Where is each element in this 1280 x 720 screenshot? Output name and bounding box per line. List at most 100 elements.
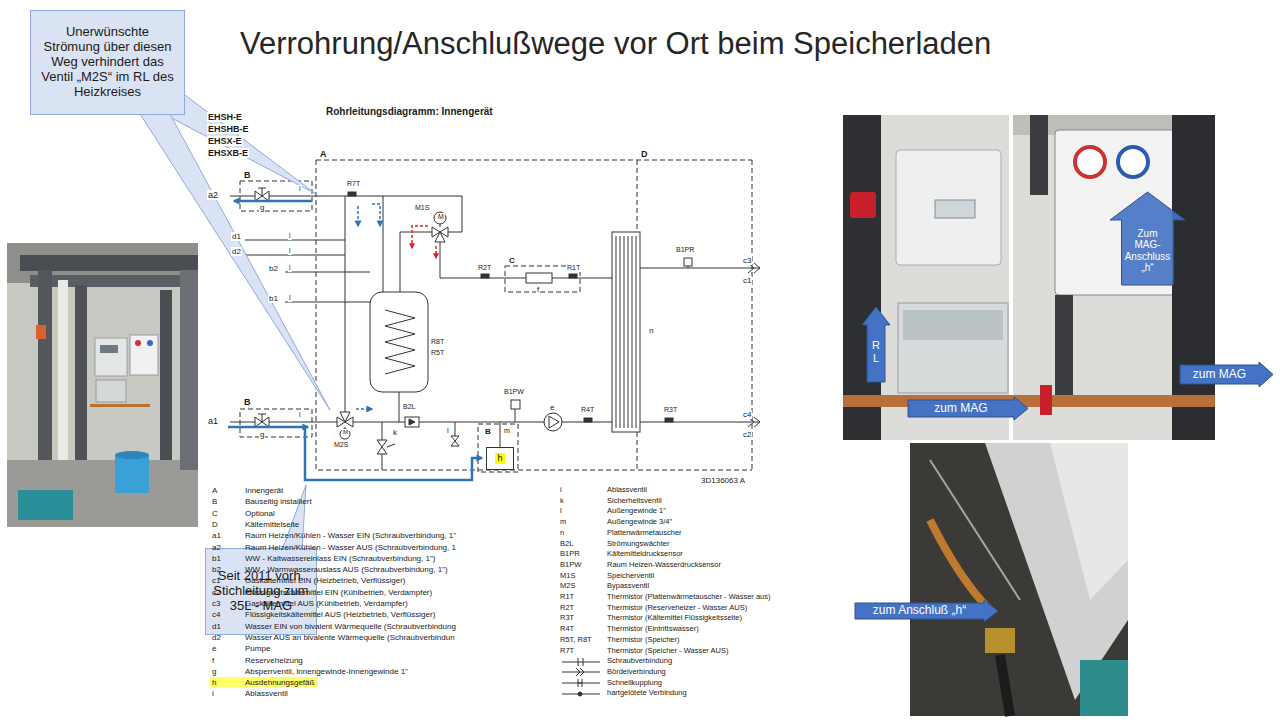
installation-photo-part	[1030, 115, 1048, 195]
basement-photo-part	[58, 280, 68, 460]
piping-diagram-part	[372, 204, 380, 226]
legend-text: Thermistor (Kältemittel Flüssigkeitsseit…	[607, 614, 742, 623]
basement-photo-part	[7, 243, 198, 527]
piping-diagram-part	[405, 417, 419, 427]
part-label: B2L	[402, 403, 416, 411]
legend-code: c1	[212, 576, 220, 585]
piping-diagram-part	[383, 196, 384, 292]
callout-pointer	[140, 95, 330, 550]
callout-pointer-part	[140, 114, 330, 410]
legend-text: Thermistor (Eintrittswasser)	[607, 625, 699, 634]
basement-photo-part	[36, 325, 46, 339]
legend-text: Außengewinde 1"	[607, 507, 666, 516]
drawing-number: 3D136063 A	[700, 476, 746, 485]
piping-diagram-part	[382, 444, 395, 470]
basement-photo-part	[96, 380, 126, 402]
slide-title: Verrohrung/Anschlußwege vor Ort beim Spe…	[240, 26, 991, 62]
piping-diagram-part	[549, 416, 559, 428]
legend-code: f	[212, 656, 214, 665]
piping-diagram-part	[435, 246, 437, 258]
piping-diagram-part	[455, 422, 456, 436]
part-label: c1	[742, 276, 752, 285]
basement-photo-part	[147, 340, 153, 346]
installation-photo-part	[896, 150, 1001, 265]
basement-photo-part	[30, 275, 198, 287]
legend-text: Pumpe	[245, 644, 270, 653]
basement-photo-part	[75, 285, 87, 460]
piping-diagram-part	[377, 440, 387, 454]
piping-diagram-part	[640, 268, 760, 422]
basement-photo-part	[7, 460, 198, 527]
arrow-fill	[1110, 192, 1185, 285]
piping-diagram-part	[399, 392, 400, 422]
part-label: b1	[268, 294, 279, 303]
basement-photo-part	[95, 338, 127, 376]
part-label: B	[243, 170, 252, 180]
callout-pointer-part	[282, 485, 306, 550]
legend-text: Optional	[245, 509, 275, 518]
legend-code: h	[212, 678, 216, 687]
piping-diagram-part	[400, 232, 432, 292]
part-label: l	[298, 185, 302, 193]
legend-text: Wasser EIN von bivalent Wärmequelle (Sch…	[245, 622, 456, 631]
basement-photo-part	[130, 335, 158, 375]
part-label: A	[319, 149, 328, 159]
legend-text: Wasser AUS an bivalente Wärmequelle (Sch…	[245, 633, 455, 642]
part-label: a2	[207, 190, 219, 200]
callout-box: Unerwünschte Strömung über diesen Weg ve…	[30, 10, 185, 115]
part-label: a1	[207, 416, 219, 426]
basement-photo-part	[18, 490, 73, 520]
piping-diagram-part	[434, 212, 446, 224]
legend-code: b2	[212, 565, 221, 574]
diagram-heading: Rohrleitungsdiagramm: Innengerät	[325, 106, 494, 118]
legend-code: d1	[212, 622, 221, 631]
fitting-photo-part	[930, 460, 1020, 600]
basement-photo-part	[180, 270, 198, 470]
legend-text: Thermistor (Plattenwärmetauscher - Wasse…	[607, 593, 771, 602]
part-label: R4T	[580, 406, 595, 414]
part-label: b2	[268, 264, 279, 273]
legend-text: Gaskältemittel AUS (Kühlbetrieb, Verdamp…	[245, 599, 408, 608]
model-name: EHSXB-E	[207, 148, 249, 158]
part-label: i	[446, 426, 450, 435]
basement-photo-part	[115, 455, 149, 493]
installation-photo-part	[1040, 385, 1052, 415]
part-label: R8T	[430, 338, 445, 346]
part-label: C	[508, 256, 516, 265]
legend-text: Innengerät	[245, 486, 283, 495]
arrow-shape: R L	[862, 307, 890, 382]
legend-code: c3	[212, 599, 220, 608]
legend-text: Thermistor (Speicher)	[607, 636, 680, 645]
installation-photo-part	[1118, 147, 1148, 177]
part-label: R2T	[477, 264, 492, 272]
part-label: c2	[742, 430, 752, 439]
piping-diagram-part	[385, 310, 415, 374]
legend-text: Schraubverbindung	[607, 657, 672, 666]
arrow-shape: Zum MAG- Anschluss „h“	[1110, 192, 1185, 285]
installation-photo	[843, 115, 1215, 440]
legend-text: Ablassventil	[607, 486, 647, 495]
legend-code: B2L	[560, 540, 573, 549]
legend-code: g	[212, 667, 216, 676]
piping-diagram-part	[357, 206, 359, 226]
legend-text: Absperrventil, Innengewinde-Innengewinde…	[245, 667, 408, 676]
fitting-photo-part	[910, 443, 1128, 716]
node-text: R L	[871, 339, 881, 364]
part-label: g	[259, 203, 265, 212]
legend-text: Sicherheitsventil	[607, 497, 662, 506]
legend-text: hartgelötete Verbindung	[607, 689, 687, 698]
part-label: M	[342, 429, 349, 436]
piping-diagram-part	[544, 413, 562, 431]
legend-text: Flüssigkeitskältemittel AUS (Heizbetrieb…	[245, 610, 435, 619]
installation-photo-part	[935, 200, 975, 218]
legend-code: R4T	[560, 625, 574, 634]
legend-text: Flüssigkeitskältemittel EIN (Kühlbetrieb…	[245, 588, 432, 597]
part-label: D	[640, 149, 649, 159]
callout-fill	[31, 11, 185, 115]
legend-text: Thermistor (Speicher - Wasser AUS)	[607, 647, 728, 656]
fitting-photo-part	[1000, 655, 1010, 716]
legend-code: C	[212, 509, 218, 518]
legend-code: B	[212, 497, 217, 506]
legend-code: R2T	[560, 604, 574, 613]
